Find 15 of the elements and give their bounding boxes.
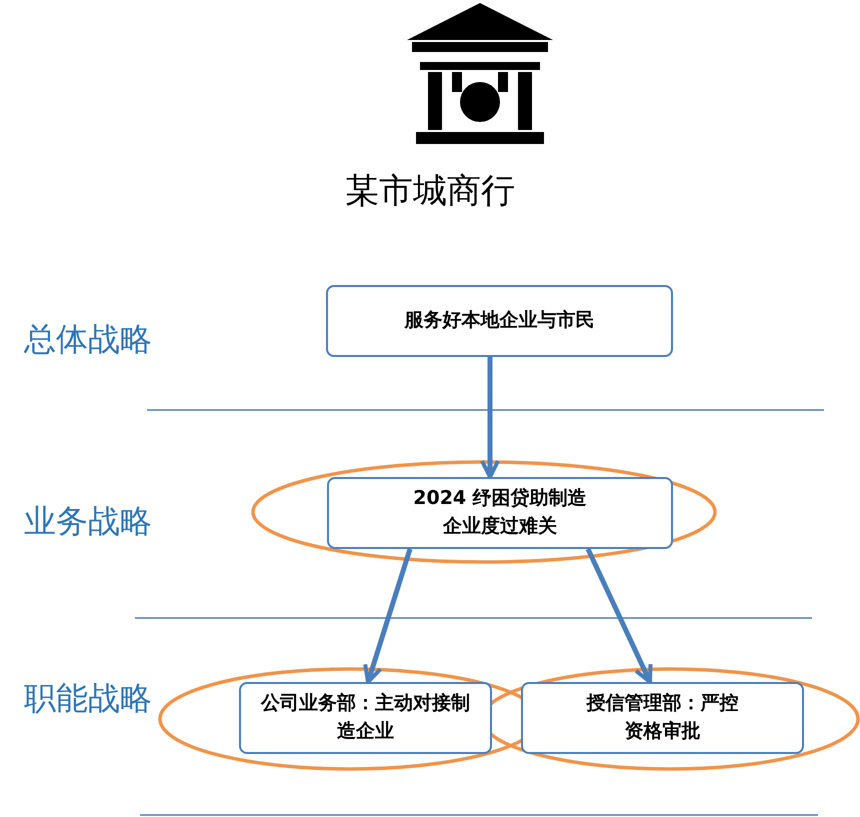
box-text: 2024 纾困贷助制造企业度过难关 xyxy=(412,486,588,539)
strategy-box xyxy=(239,682,492,754)
arrow xyxy=(586,548,652,684)
level-label: 业务战略 xyxy=(24,501,152,542)
box-text: 服务好本地企业与市民 xyxy=(404,308,594,334)
bank-name-title: 某市城商行 xyxy=(344,170,516,213)
strategy-box xyxy=(327,477,673,549)
box-text: 公司业务部：主动对接制造企业 xyxy=(260,691,471,744)
level-label: 总体战略 xyxy=(24,319,152,360)
arrow xyxy=(363,548,412,684)
level-label: 职能战略 xyxy=(24,678,152,719)
strategy-box xyxy=(521,682,804,754)
strategy-box xyxy=(326,285,673,357)
box-text: 授信管理部：严控资格审批 xyxy=(585,691,740,744)
arrow xyxy=(480,357,500,479)
